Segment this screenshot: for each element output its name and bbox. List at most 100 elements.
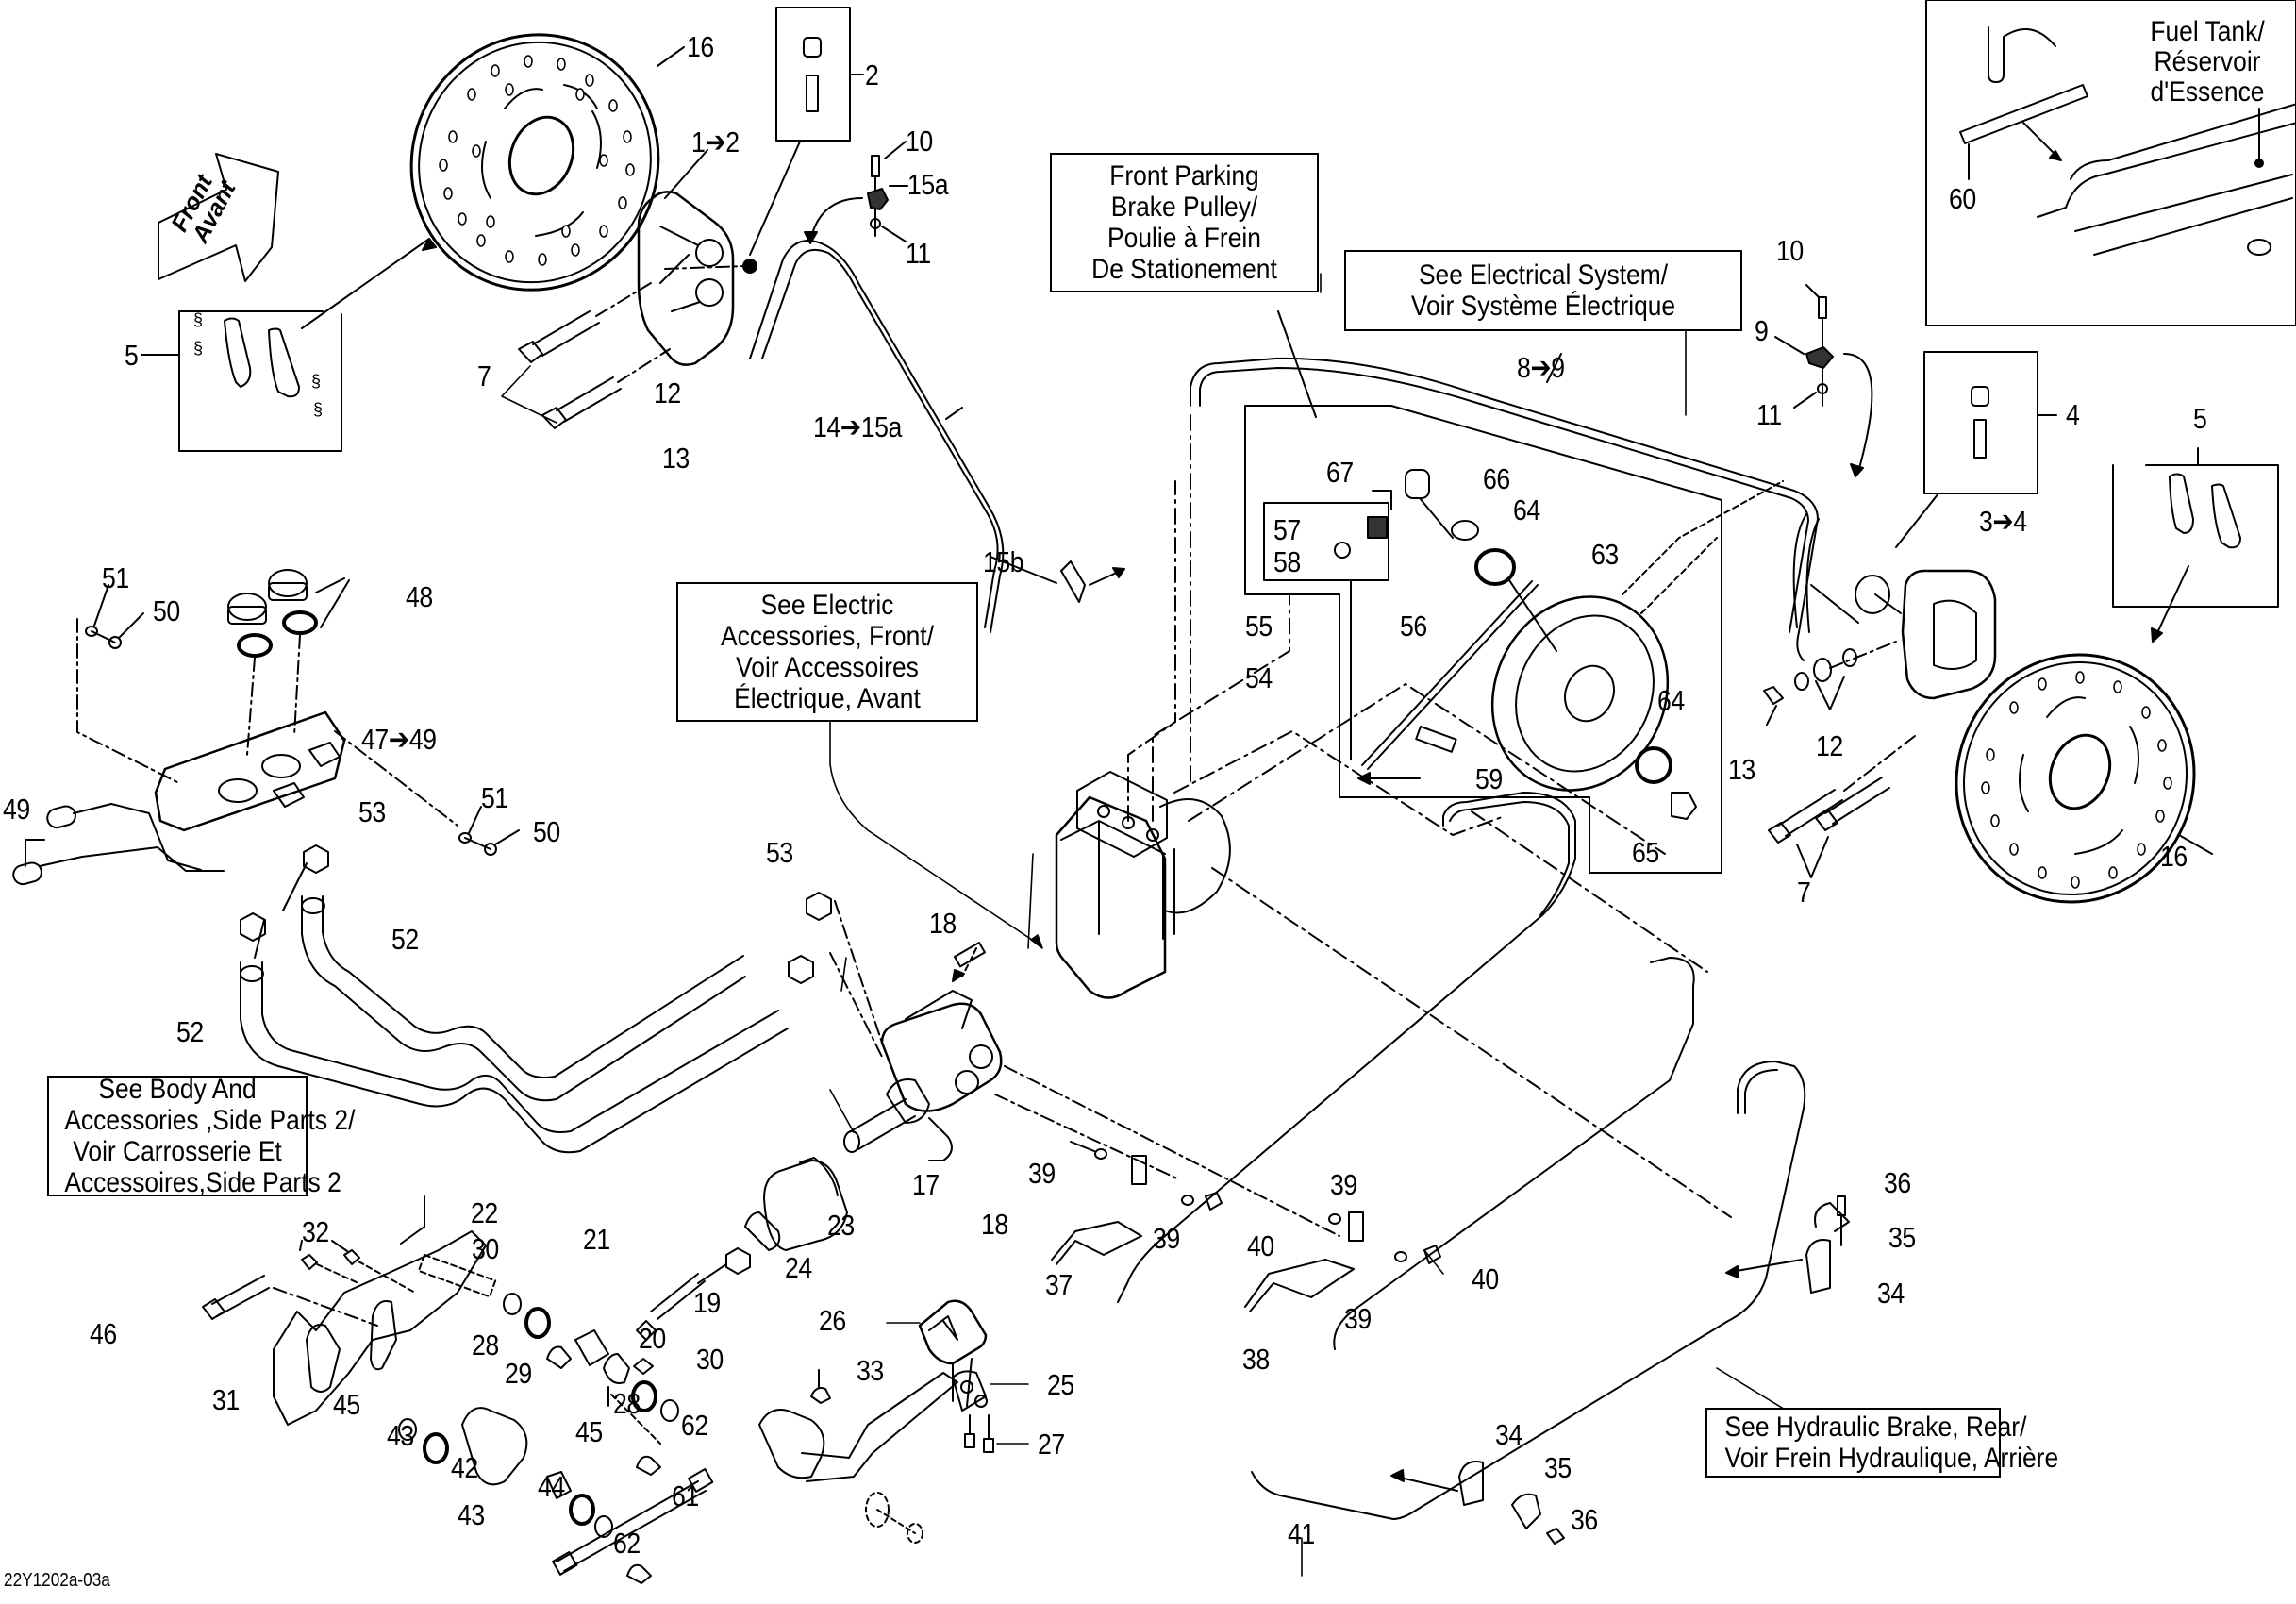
master-cylinder-boot-icon bbox=[547, 1158, 847, 1444]
callout-label: 1➔2 bbox=[691, 125, 740, 159]
callout-label: 16 bbox=[687, 30, 714, 63]
callout-label: 48 bbox=[406, 580, 433, 613]
brake-pad-set-left-icon: § § § § bbox=[141, 239, 436, 451]
brake-caliper-front-right-icon bbox=[1811, 571, 1995, 698]
callout-label: 44 bbox=[538, 1470, 565, 1503]
callout-label: 53 bbox=[358, 795, 386, 828]
brake-hose-fittings-right-icon bbox=[1764, 514, 1896, 725]
line-clamp-lower-icon bbox=[1391, 1462, 1564, 1544]
callout-label: 65 bbox=[1632, 836, 1659, 869]
parking-brake-panel-outline bbox=[1245, 311, 1722, 873]
callout-label: 30 bbox=[696, 1343, 724, 1376]
front-direction-arrow-icon bbox=[158, 154, 278, 281]
callout-label: 40 bbox=[1472, 1262, 1499, 1295]
callout-label: 29 bbox=[505, 1357, 532, 1390]
callout-label: 46 bbox=[90, 1317, 117, 1350]
callout-label: 62 bbox=[613, 1527, 641, 1560]
callout-label: 32 bbox=[302, 1215, 329, 1248]
hose-clip-upper-right-icon bbox=[1775, 285, 1872, 476]
abs-dashed-connection-lines bbox=[1128, 481, 1731, 1217]
callout-label: 13 bbox=[662, 442, 690, 475]
reservoir-mount-dashed-lines bbox=[77, 619, 458, 826]
callout-label: 43 bbox=[458, 1498, 485, 1531]
callout-label: 28 bbox=[472, 1328, 499, 1362]
parking-brake-pulley-icon bbox=[1335, 470, 1783, 819]
bleeder-valve-kit-icon bbox=[750, 8, 863, 255]
callout-label: 22 bbox=[471, 1196, 498, 1229]
caliper-bolt-right-icon bbox=[1769, 736, 1915, 877]
ref-box-electric-accessories: See Electric Accessories, Front/ Voir Ac… bbox=[676, 582, 978, 722]
callout-label: 41 bbox=[1288, 1517, 1315, 1550]
master-cylinder-icon bbox=[844, 943, 1339, 1236]
callout-label: 2 bbox=[865, 58, 879, 92]
callout-label: 38 bbox=[1242, 1343, 1270, 1376]
callout-label: 36 bbox=[1571, 1503, 1598, 1536]
callout-label: 63 bbox=[1591, 538, 1619, 571]
abs-module-icon bbox=[1056, 772, 1230, 998]
callout-label: 37 bbox=[1045, 1268, 1073, 1301]
callout-label: 67 bbox=[1326, 456, 1354, 489]
fuel-tank-label: Fuel Tank/ Réservoir d'Essence bbox=[2150, 16, 2265, 108]
brake-pedal-arm-icon bbox=[759, 1301, 993, 1543]
callout-label: 7 bbox=[477, 359, 491, 393]
callout-label: 3➔4 bbox=[1979, 505, 2027, 538]
callout-label: 30 bbox=[472, 1232, 499, 1265]
callout-label: 43 bbox=[387, 1419, 414, 1452]
ref-box-electrical-system: See Electrical System/ Voir Système Élec… bbox=[1344, 250, 1742, 331]
brake-pedal-bracket-icon bbox=[203, 1196, 495, 1425]
callout-label: 64 bbox=[1513, 493, 1540, 526]
callout-label: 33 bbox=[857, 1354, 884, 1387]
callout-label: 35 bbox=[1544, 1451, 1572, 1484]
hose-clip-upper-left-icon bbox=[805, 142, 907, 243]
callout-label: 5 bbox=[125, 339, 139, 372]
brake-pad-set-right-icon bbox=[2113, 448, 2278, 642]
callout-label: 40 bbox=[1247, 1229, 1274, 1262]
callout-label: 11 bbox=[906, 237, 931, 270]
callout-label: 5 bbox=[2193, 402, 2207, 435]
callout-label: 11 bbox=[1756, 398, 1782, 431]
callout-label: 52 bbox=[176, 1015, 204, 1048]
brake-hose-front-right-icon bbox=[1190, 354, 1818, 783]
callout-label: 10 bbox=[906, 125, 933, 158]
callout-label: 42 bbox=[451, 1451, 478, 1484]
ref-box-front-parking-brake: Front Parking Brake Pulley/ Poulie à Fre… bbox=[1050, 153, 1319, 292]
callout-label: 17 bbox=[912, 1168, 940, 1201]
callout-label: 13 bbox=[1728, 753, 1755, 786]
callout-label: 52 bbox=[391, 923, 419, 956]
diagram-code: 22Y1202a-03a bbox=[4, 1570, 110, 1591]
line-clamp-upper-icon bbox=[1726, 1196, 1849, 1293]
callout-label: 25 bbox=[1047, 1368, 1074, 1401]
callout-label: 50 bbox=[153, 594, 180, 627]
brake-disc-front-left-icon bbox=[374, 0, 697, 327]
bleeder-valve-kit-right-icon bbox=[1896, 352, 2056, 547]
callout-label: 47➔49 bbox=[361, 723, 437, 756]
callout-label: 16 bbox=[2160, 840, 2188, 873]
pedal-bushings-icon bbox=[399, 1294, 712, 1583]
callout-label: 64 bbox=[1657, 684, 1685, 717]
callout-label: 66 bbox=[1483, 462, 1510, 495]
callout-label: 9 bbox=[1755, 314, 1769, 347]
callout-label: 61 bbox=[672, 1479, 699, 1512]
callout-label: 45 bbox=[575, 1415, 603, 1448]
callout-label: 49 bbox=[3, 793, 30, 826]
callout-label: 56 bbox=[1400, 610, 1427, 643]
ref-box-hydraulic-brake-rear: See Hydraulic Brake, Rear/ Voir Frein Hy… bbox=[1705, 1408, 2058, 1478]
callout-label: 7 bbox=[1797, 876, 1811, 909]
callout-label: 23 bbox=[827, 1209, 855, 1242]
hose-clip-15b-icon bbox=[990, 557, 1124, 602]
callout-label: 26 bbox=[819, 1304, 846, 1337]
callout-label: 27 bbox=[1038, 1428, 1065, 1461]
brake-line-clip-37-icon bbox=[1052, 1142, 1222, 1264]
callout-label: 20 bbox=[639, 1322, 666, 1355]
callout-label: 4 bbox=[2066, 398, 2080, 431]
brake-caliper-front-left-icon bbox=[639, 150, 757, 365]
callout-label: 57 bbox=[1273, 513, 1301, 546]
svg-text:§: § bbox=[193, 339, 203, 358]
brake-line-clip-38-icon bbox=[1245, 1212, 1440, 1312]
callout-label: 51 bbox=[102, 561, 129, 594]
callout-label: 28 bbox=[613, 1387, 641, 1420]
callout-label: 58 bbox=[1273, 545, 1301, 578]
callout-label: 14➔15a bbox=[813, 410, 902, 443]
callout-label: 35 bbox=[1888, 1221, 1916, 1254]
